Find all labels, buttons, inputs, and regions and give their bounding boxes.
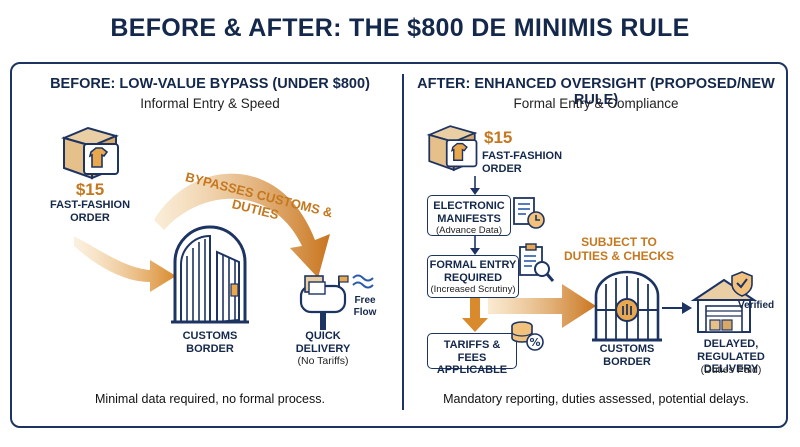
step-electronic-manifests: ELECTRONIC MANIFESTS (Advance Data) xyxy=(427,195,511,236)
customs-gate-icon xyxy=(171,225,249,324)
verified-label: Verified xyxy=(738,300,775,311)
down-arrow-icon xyxy=(462,298,488,332)
before-heading: BEFORE: LOW-VALUE BYPASS (UNDER $800) xyxy=(50,76,370,92)
step-tariffs-fees: TARIFFS & FEES APPLICABLE xyxy=(427,333,517,376)
step-note: (Increased Scrutiny) xyxy=(430,284,516,296)
step-formal-entry: FORMAL ENTRY REQUIRED (Increased Scrutin… xyxy=(427,255,519,298)
after-heading: AFTER: ENHANCED OVERSIGHT (PROPOSED/NEW … xyxy=(417,76,775,108)
wave-icon xyxy=(352,274,374,289)
before-footer: Minimal data required, no formal process… xyxy=(95,392,325,406)
arrow-icon xyxy=(662,302,692,314)
clipboard-magnifier-icon xyxy=(519,243,555,282)
step-title: TARIFFS & FEES APPLICABLE xyxy=(436,339,508,377)
step-title: ELECTRONIC MANIFESTS xyxy=(433,200,505,225)
arrow-icon xyxy=(74,236,176,292)
before-delivery-note: (No Tariffs) xyxy=(297,355,349,367)
before-border-label: CUSTOMS BORDER xyxy=(182,330,238,355)
flow-arrows xyxy=(470,176,480,255)
comparison-panel xyxy=(10,62,788,428)
mailbox-icon xyxy=(299,275,349,330)
free-flow-label: Free Flow xyxy=(353,295,377,318)
package-icon xyxy=(426,125,478,172)
after-order-label: FAST-FASHION ORDER xyxy=(482,150,563,175)
locked-gate-icon xyxy=(592,270,662,342)
before-delivery-label: QUICK DELIVERY xyxy=(295,330,351,355)
subject-to-checks: SUBJECT TO DUTIES & CHECKS xyxy=(563,235,674,263)
svg-text:%: % xyxy=(529,336,540,349)
document-clock-icon xyxy=(513,197,545,229)
page-title: BEFORE & AFTER: THE $800 DE MINIMIS RULE xyxy=(110,14,690,42)
after-subheading: Formal Entry & Compliance xyxy=(513,96,679,111)
before-order-label: FAST-FASHION ORDER xyxy=(49,199,131,224)
panel-divider xyxy=(402,74,404,410)
package-icon xyxy=(60,126,120,180)
step-note: (Advance Data) xyxy=(435,225,502,237)
after-footer: Mandatory reporting, duties assessed, po… xyxy=(443,392,749,406)
before-subheading: Informal Entry & Speed xyxy=(140,96,280,111)
warehouse-icon xyxy=(690,271,758,333)
before-price: $15 xyxy=(75,180,105,199)
bypass-arrow-icon xyxy=(154,173,330,278)
after-delivery-note: (Duties Paid) xyxy=(700,364,762,376)
after-border-label: CUSTOMS BORDER xyxy=(599,343,655,368)
step-title: FORMAL ENTRY REQUIRED xyxy=(429,259,517,284)
after-price: $15 xyxy=(484,128,513,147)
flow-to-border-arrow xyxy=(488,284,596,328)
after-delivery-label: DELAYED, REGULATED DELIVERY xyxy=(697,338,765,376)
coins-percent-icon: % xyxy=(511,321,544,351)
